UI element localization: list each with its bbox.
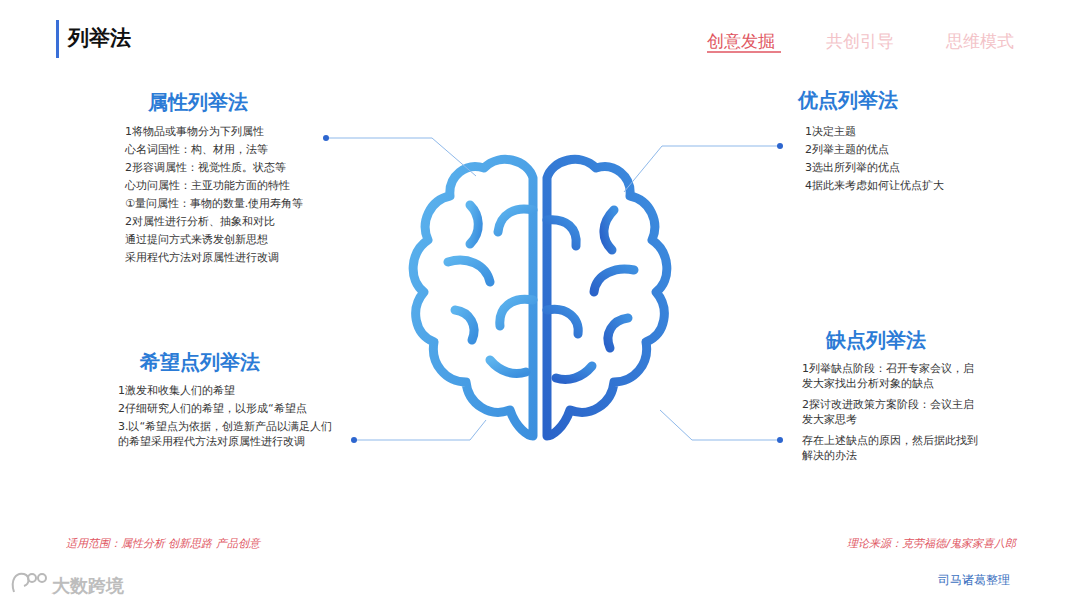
section-text: 1激发和收集人们的希望 xyxy=(118,384,235,399)
leader-lines xyxy=(326,138,780,440)
section-text: 1将物品或事物分为下列属性 xyxy=(125,125,264,140)
section-text: 采用程代方法对原属性进行改调 xyxy=(125,251,279,266)
leader-dots xyxy=(323,135,783,443)
footer-note: 理论来源：克劳福德/鬼家家喜八郎 xyxy=(847,537,1016,552)
watermark-icon xyxy=(13,574,46,592)
section-text: 心功问属性：主亚功能方面的特性 xyxy=(125,179,290,194)
section-text: 2仔细研究人们的希望，以形成“希望点 xyxy=(118,402,307,417)
section-text: 存在上述缺点的原因，然后据此找到解决的办法 xyxy=(802,434,980,464)
nav-tab: 共创引导 xyxy=(826,30,894,53)
section-text: 4据此来考虑如何让优点扩大 xyxy=(805,179,944,194)
section-text: 3.以“希望点为依据，创造新产品以满足人们的希望采用程代方法对原属性进行改调 xyxy=(118,420,340,450)
section-text: 2探讨改进政策方案阶段：会议主启发大家思考 xyxy=(802,398,980,428)
nav-tab-active: 创意发掘 xyxy=(707,30,775,53)
section-text: 3选出所列举的优点 xyxy=(805,161,900,176)
section-text: 2形容调属性：视觉性质。状态等 xyxy=(125,161,286,176)
nav-tab: 思维模式 xyxy=(946,30,1014,53)
section-text: 通过提问方式来诱发创新思想 xyxy=(125,233,268,248)
page-title: 列举法 xyxy=(68,24,131,52)
section-text: 心名词国性：构、材用，法等 xyxy=(125,143,268,158)
credit: 司马诸葛整理 xyxy=(938,572,1010,588)
footer-note: 适用范围：属性分析 创新思路 产品创意 xyxy=(66,537,260,552)
section-heading: 希望点列举法 xyxy=(140,349,260,376)
watermark: 大数跨境 xyxy=(52,574,124,598)
section-text: ①量问属性：事物的数量.使用寿角等 xyxy=(125,197,303,212)
brain-left xyxy=(413,159,533,436)
brain-right xyxy=(547,159,667,436)
section-heading: 优点列举法 xyxy=(798,87,898,114)
section-heading: 属性列举法 xyxy=(148,89,248,116)
title-bar xyxy=(56,20,59,58)
section-text: 2对属性进行分析、抽象和对比 xyxy=(125,215,275,230)
nav-underline xyxy=(707,51,781,53)
section-heading: 缺点列举法 xyxy=(826,327,926,354)
section-text: 1列举缺点阶段：召开专家会议，启发大家找出分析对象的缺点 xyxy=(802,362,980,392)
section-text: 2列举主题的优点 xyxy=(805,143,889,158)
section-text: 1决定主题 xyxy=(805,125,856,140)
